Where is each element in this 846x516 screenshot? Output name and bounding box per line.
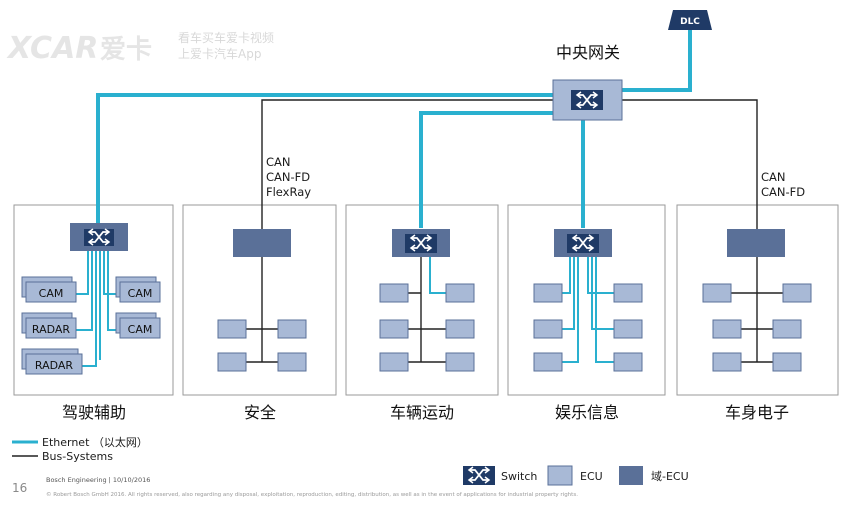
svg-text:XCAR: XCAR — [6, 31, 98, 66]
domain-name-infotainment: 娱乐信息 — [555, 403, 619, 422]
legend-ecu-swatch — [547, 465, 573, 486]
adas-device-label: RADAR — [32, 323, 71, 336]
watermark-line-1: 看车买车爱卡视频 — [178, 30, 274, 45]
legend-bus-label: Bus-Systems — [42, 450, 113, 463]
body-bus-label-1: CAN — [761, 170, 786, 184]
adas-device-label: CAM — [39, 287, 64, 300]
ethernet-backbone — [96, 27, 692, 228]
footer-copyright: © Robert Bosch GmbH 2016. All rights res… — [46, 491, 578, 498]
svg-text:爱卡: 爱卡 — [100, 35, 152, 65]
adas-device-label: CAM — [128, 287, 153, 300]
adas-cam-right-stack-1 — [115, 276, 161, 303]
legend-domain-ecu-swatch — [619, 466, 643, 485]
footer-company: Bosch Engineering | 10/10/2016 — [46, 476, 150, 484]
motion-ecu-group — [379, 283, 475, 372]
body-domain-ecu — [727, 229, 785, 257]
adas-cam-right-stack-2 — [115, 312, 161, 339]
adas-device-label: RADAR — [35, 359, 74, 372]
page-number: 16 — [12, 481, 27, 495]
legend-domain-ecu-label: 域-ECU — [651, 470, 689, 483]
safety-bus-label-2: CAN-FD — [266, 170, 310, 184]
safety-ecu-group — [217, 319, 307, 372]
legend-ethernet-label: Ethernet （以太网） — [42, 436, 148, 449]
domain-name-safety: 安全 — [244, 403, 276, 422]
domain-name-vehicle-motion: 车辆运动 — [390, 403, 454, 422]
safety-bus-label-3: FlexRay — [266, 185, 311, 199]
body-ecu-group — [702, 283, 812, 372]
bus-lines — [261, 99, 758, 229]
dlc-label: DLC — [680, 17, 700, 27]
infotainment-ethernet-links — [560, 257, 614, 363]
adas-ethernet-links — [72, 251, 118, 367]
motion-ethernet-link — [429, 257, 446, 294]
safety-domain-ecu — [233, 229, 291, 257]
legend-switch-label: Switch — [501, 470, 537, 483]
legend-ecu-label: ECU — [580, 470, 603, 483]
domain-name-adas: 驾驶辅助 — [62, 403, 126, 422]
infotainment-ecu-group — [533, 283, 643, 372]
watermark-line-2: 上爱卡汽车App — [178, 46, 261, 61]
adas-device-label: CAM — [128, 323, 153, 336]
gateway-label: 中央网关 — [556, 43, 620, 62]
dlc-connector — [668, 10, 712, 30]
domain-name-body: 车身电子 — [725, 403, 789, 422]
body-bus-label-2: CAN-FD — [761, 185, 805, 199]
adas-radar-left-stack-1 — [21, 312, 77, 339]
safety-bus-label-1: CAN — [266, 155, 291, 169]
adas-cam-left-stack — [21, 276, 77, 303]
xcar-logo: XCAR 爱卡 — [6, 31, 152, 66]
adas-radar-left-stack-2 — [21, 348, 83, 375]
